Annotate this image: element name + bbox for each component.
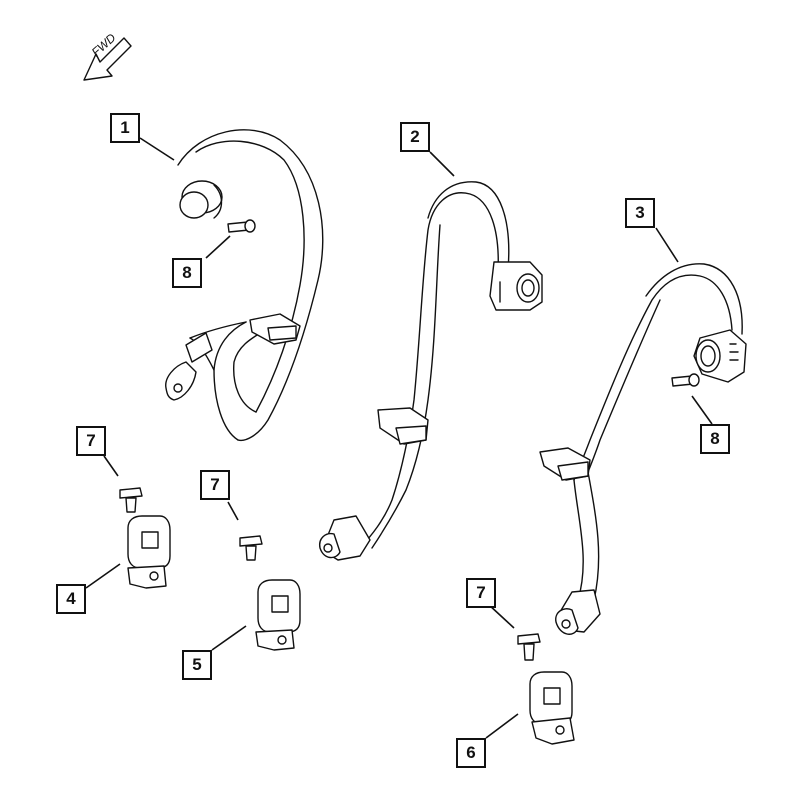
bolt-7-a — [119, 487, 143, 513]
callout-6: 6 — [456, 738, 486, 768]
callout-3: 3 — [625, 198, 655, 228]
leader-lines — [85, 137, 713, 739]
bolt-8-right — [671, 373, 700, 387]
callout-1: 1 — [110, 113, 140, 143]
callout-5: 5 — [182, 650, 212, 680]
bolt-8-left — [227, 219, 256, 233]
callout-7b: 7 — [200, 470, 230, 500]
callout-8a: 8 — [172, 258, 202, 288]
callout-7a: 7 — [76, 426, 106, 456]
callout-4: 4 — [56, 584, 86, 614]
callout-7c: 7 — [466, 578, 496, 608]
buckle-4 — [127, 515, 171, 589]
forward-arrow-icon — [83, 37, 132, 81]
bolt-7-b — [239, 535, 263, 561]
bolt-7-c — [517, 633, 541, 661]
callout-2: 2 — [400, 122, 430, 152]
buckle-5 — [255, 579, 301, 651]
seat-belt-assembly-2 — [319, 181, 543, 561]
buckle-6 — [529, 671, 575, 745]
seat-belt-assembly-1 — [165, 129, 324, 442]
seat-belt-assembly-3 — [539, 263, 747, 635]
callout-8b: 8 — [700, 424, 730, 454]
